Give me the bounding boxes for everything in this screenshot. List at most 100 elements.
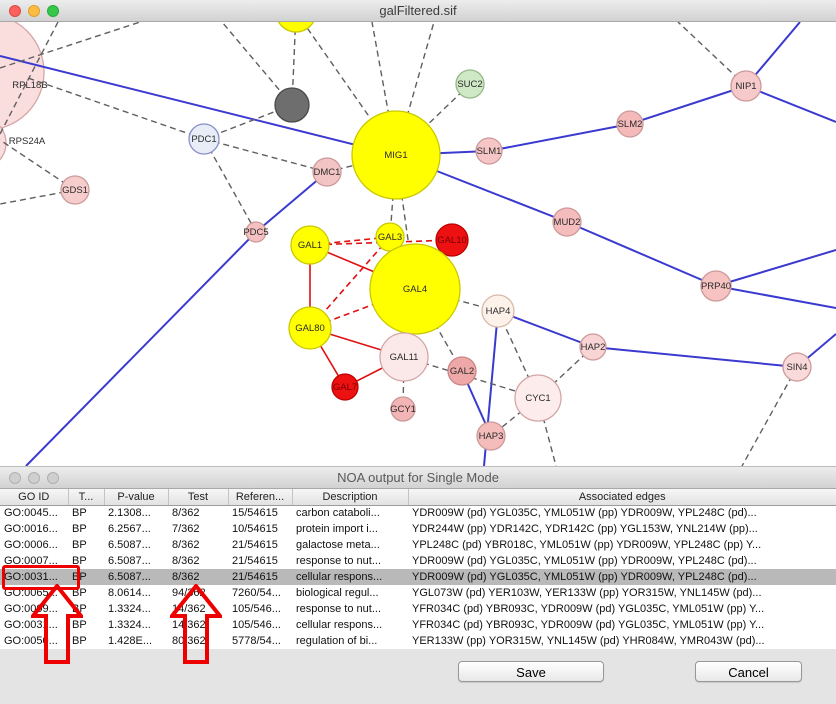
zoom-button-inactive[interactable]	[47, 472, 59, 484]
node-HAP3[interactable]	[476, 421, 506, 451]
node-PRP40[interactable]	[700, 270, 732, 302]
column-header-3[interactable]: Test	[168, 489, 229, 506]
column-header-1[interactable]: T...	[68, 489, 105, 506]
node-GAL7[interactable]	[331, 373, 359, 401]
node-label-RPL18B: RPL18B	[12, 80, 47, 91]
node-label-SLM2: SLM2	[618, 119, 643, 130]
node-SLM1[interactable]	[475, 137, 503, 165]
table-cell: YDR244W (pp) YDR142C, YDR142C (pp) YGL15…	[412, 523, 758, 535]
node-SLM2[interactable]	[616, 110, 644, 138]
node-GAL1[interactable]	[290, 225, 330, 265]
minimize-button[interactable]	[28, 5, 40, 17]
table-cell: 6.5087...	[108, 539, 151, 551]
node-PDC1[interactable]	[188, 123, 220, 155]
noa-window-controls	[9, 472, 59, 484]
table-cell: BP	[72, 603, 87, 615]
close-button[interactable]	[9, 5, 21, 17]
node-NIP1[interactable]	[730, 70, 762, 102]
node-label-MIG1: MIG1	[384, 150, 407, 161]
minimize-button-inactive[interactable]	[28, 472, 40, 484]
node-GCY1[interactable]	[390, 396, 416, 422]
node-label-DMC1: DMC1	[314, 167, 341, 178]
node-GAL80[interactable]	[288, 306, 332, 350]
column-header-4[interactable]: Referen...	[228, 489, 293, 506]
edge-MUD2-PRP40	[566, 221, 717, 287]
table-cell: protein import i...	[296, 523, 378, 535]
node-HAP4[interactable]	[481, 294, 515, 328]
table-cell: 21/54615	[232, 555, 278, 567]
table-cell: 6.5087...	[104, 569, 168, 585]
node-label-GCY1: GCY1	[390, 404, 416, 415]
table-cell: BP	[72, 587, 87, 599]
node-label-PRP40: PRP40	[701, 281, 731, 292]
node-label-RPS24A: RPS24A	[9, 136, 46, 147]
table-cell: 1.3324...	[108, 619, 151, 631]
node-RPS24A[interactable]	[0, 117, 7, 169]
node-MUD2[interactable]	[552, 207, 582, 237]
cancel-button[interactable]: Cancel	[695, 661, 802, 682]
table-cell: biological regul...	[296, 587, 379, 599]
table-cell: BP	[72, 635, 87, 647]
table-cell: 8/362	[172, 539, 200, 551]
node-GDS1[interactable]	[60, 175, 90, 205]
node-label-SLM1: SLM1	[477, 146, 502, 157]
network-canvas[interactable]: RPL18BRPS24AGDS1PDC1DMC1MIG1SUC2SLM1SLM2…	[0, 22, 836, 466]
noa-window-titlebar: NOA output for Single Mode	[0, 467, 836, 489]
node-GAL10[interactable]	[435, 223, 469, 257]
node-DMC1[interactable]	[312, 157, 342, 187]
table-cell: cellular respons...	[292, 569, 408, 585]
table-cell: YFR034C (pd) YBR093C, YDR009W (pd) YGL03…	[412, 619, 765, 631]
table-cell: GO:0045...	[4, 507, 58, 520]
edge-offscreen-offscreen	[0, 22, 59, 135]
node-PDC5[interactable]	[245, 221, 267, 243]
node-MIG1[interactable]	[351, 110, 441, 200]
node-TOPY[interactable]	[276, 22, 316, 33]
table-cell: 105/546...	[232, 603, 281, 615]
table-cell: GO:0031...	[0, 569, 68, 585]
node-label-CYC1: CYC1	[525, 393, 550, 404]
edge-PDC5-offscreen	[25, 231, 257, 466]
table-cell: response to nut...	[296, 555, 381, 567]
node-CYC1[interactable]	[514, 374, 562, 422]
table-cell: 2.1308...	[108, 507, 151, 520]
node-label-NIP1: NIP1	[735, 81, 756, 92]
table-cell: 105/546...	[232, 619, 281, 631]
node-GAL11[interactable]	[379, 332, 429, 382]
node-label-HAP4: HAP4	[486, 306, 511, 317]
save-button[interactable]: Save	[458, 661, 604, 682]
table-cell: BP	[72, 555, 87, 567]
table-cell: YDR009W (pd) YGL035C, YML051W (pp) YDR00…	[408, 569, 836, 585]
node-SUC2[interactable]	[455, 69, 485, 99]
node-GAL2[interactable]	[447, 356, 477, 386]
node-label-GAL3: GAL3	[378, 232, 402, 243]
node-GAL4[interactable]	[369, 243, 461, 335]
table-cell: BP	[72, 619, 87, 631]
column-header-0[interactable]: GO ID	[0, 489, 69, 506]
node-SIN4[interactable]	[782, 352, 812, 382]
table-cell: YPL248C (pd) YBR018C, YML051W (pp) YDR00…	[412, 539, 762, 551]
column-header-2[interactable]: P-value	[104, 489, 169, 506]
zoom-button[interactable]	[47, 5, 59, 17]
noa-window-title: NOA output for Single Mode	[337, 470, 499, 485]
table-cell: GO:0016...	[4, 523, 58, 535]
node-RPL18B[interactable]	[0, 22, 45, 130]
node-DARK[interactable]	[274, 87, 310, 123]
table-cell: 8/362	[172, 507, 200, 520]
table-cell: BP	[72, 539, 87, 551]
close-button-inactive[interactable]	[9, 472, 21, 484]
node-HAP2[interactable]	[579, 333, 607, 361]
column-header-5[interactable]: Description	[292, 489, 409, 506]
column-header-6[interactable]: Associated edges	[408, 489, 836, 506]
table-cell: 14/362	[172, 603, 206, 615]
node-label-HAP3: HAP3	[479, 431, 504, 442]
